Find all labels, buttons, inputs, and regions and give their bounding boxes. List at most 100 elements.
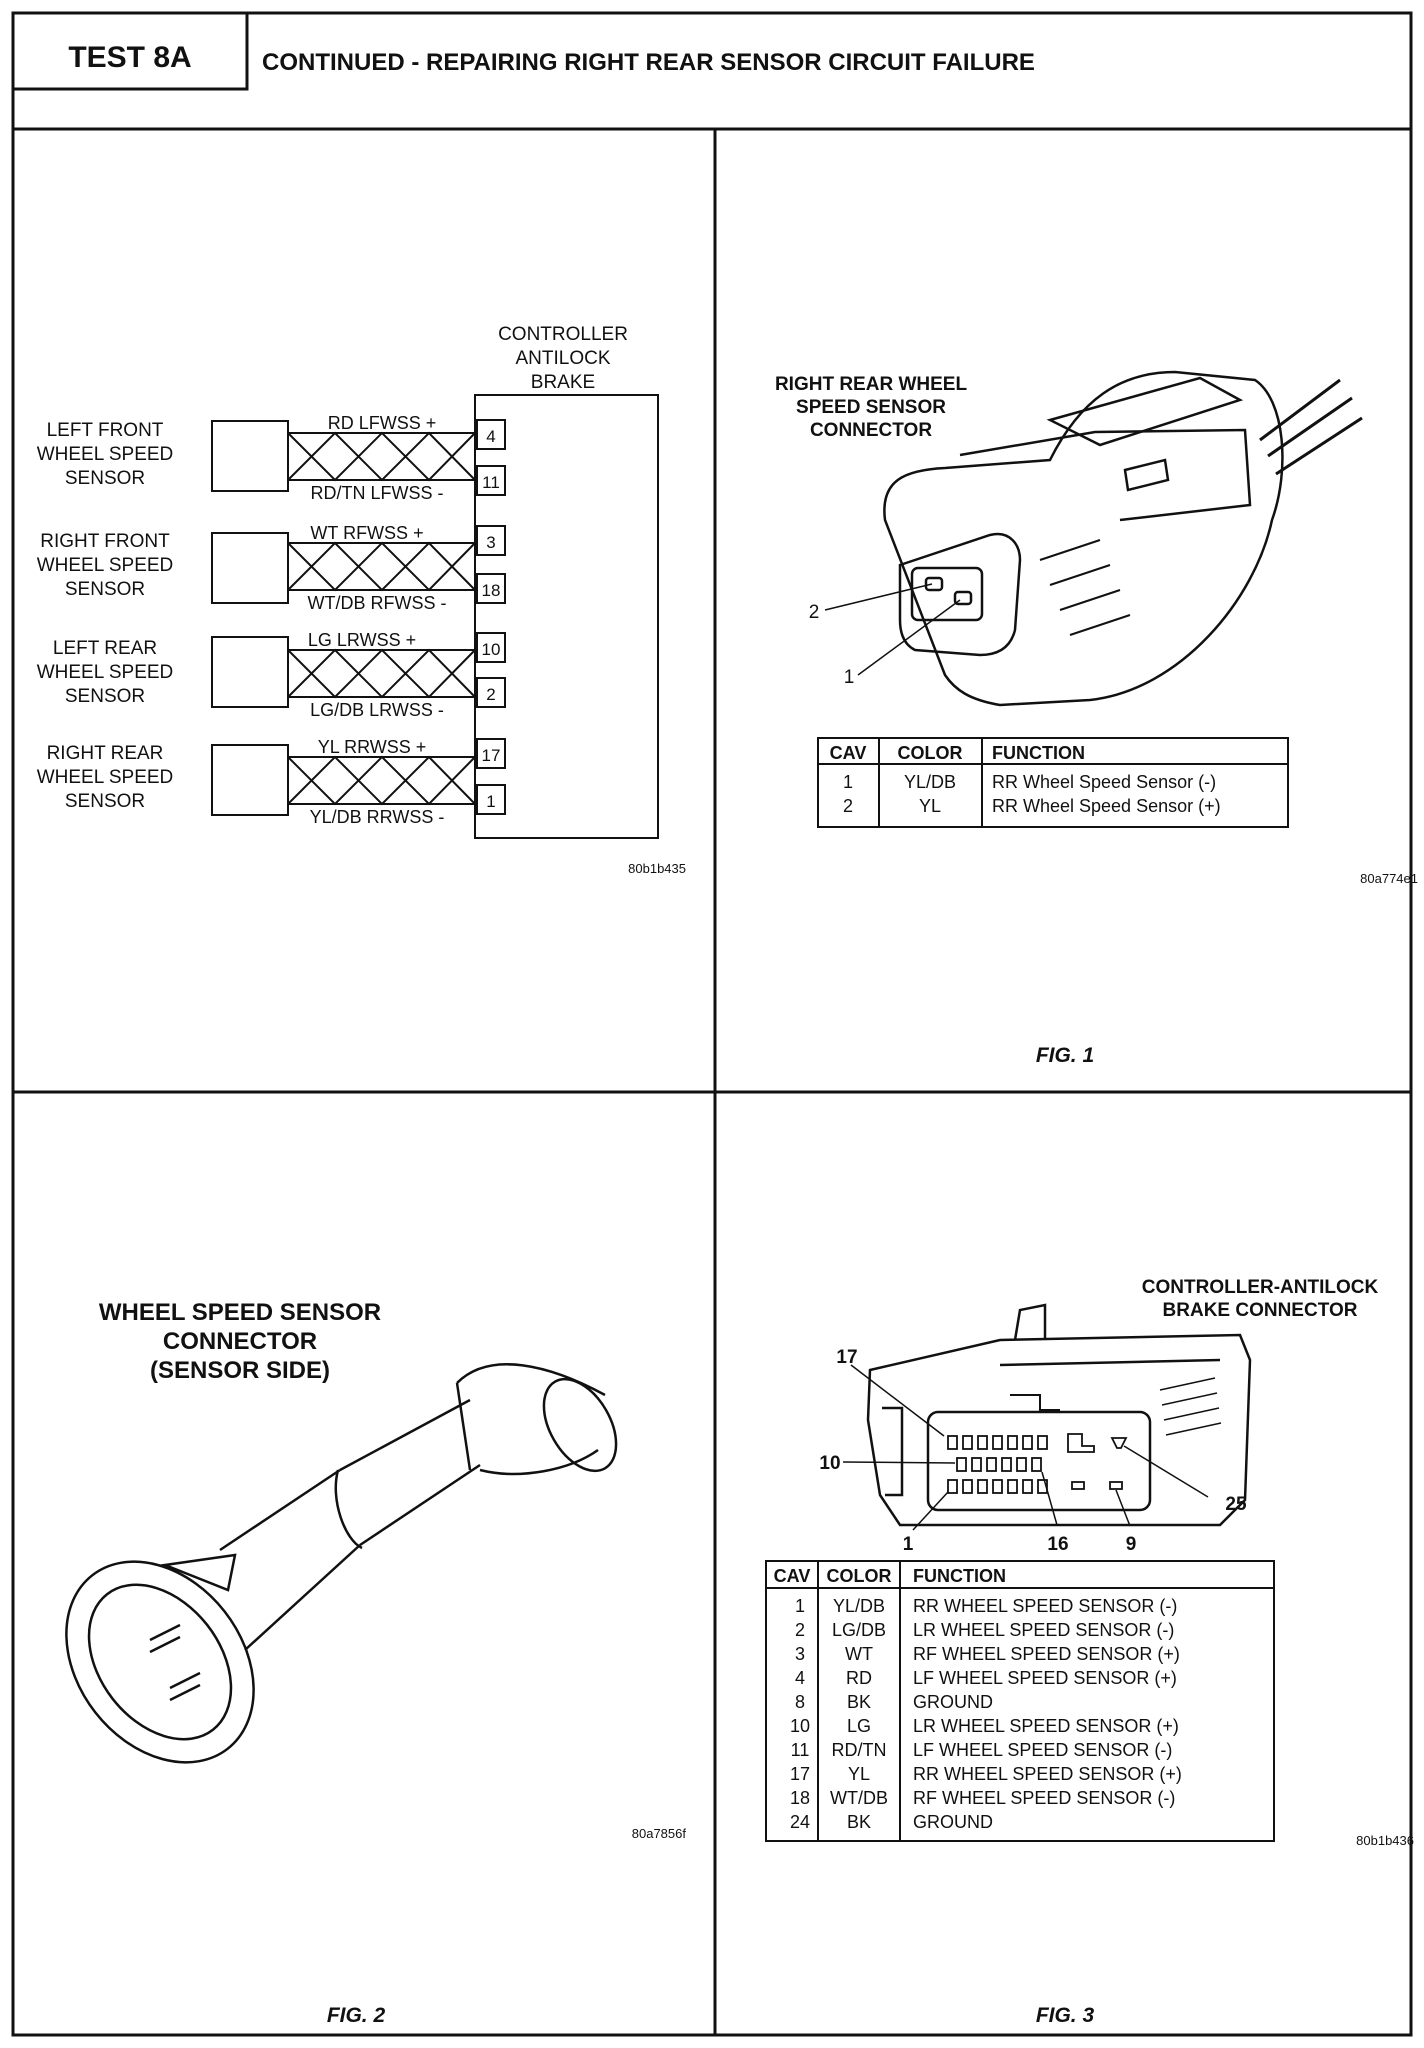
pin-box [476, 573, 506, 604]
table-cell: 8 [795, 1692, 805, 1712]
cavity [947, 1435, 958, 1450]
table-cell: 10 [790, 1716, 810, 1736]
controller-label-line-3: BRAKE [531, 372, 595, 393]
rr-sensor-connector-drawing [883, 370, 1363, 707]
table-cell: WT/DB [830, 1788, 888, 1808]
sensor-box [211, 744, 289, 816]
fig2-label-line-1: WHEEL SPEED SENSOR [99, 1299, 381, 1326]
wire-label-positive: WT RFWSS + [310, 523, 423, 543]
pin-number: 17 [482, 746, 501, 765]
wire-label-negative: WT/DB RFWSS - [308, 593, 447, 613]
callout-line [857, 599, 961, 676]
terminal-pin-2 [169, 1671, 201, 1702]
fig1-table: CAV COLOR FUNCTION 1 YL/DB RR Wheel Spee… [817, 737, 1289, 828]
lock-slot [1123, 458, 1170, 492]
table-header: CAV [830, 743, 867, 763]
ribs [1039, 539, 1131, 636]
table-cell: LG/DB [832, 1620, 886, 1640]
callout-line [842, 1461, 956, 1464]
pin-callout-1: 1 [903, 1534, 914, 1555]
table-header: COLOR [827, 1566, 892, 1586]
callout-line [1041, 1471, 1058, 1526]
wire-label-positive: LG LRWSS + [308, 630, 416, 650]
table-cell: LR WHEEL SPEED SENSOR (+) [913, 1716, 1179, 1736]
page-border [11, 11, 1413, 2037]
controller-box [474, 394, 659, 839]
twisted-pair [287, 431, 476, 482]
wiring-diagram: CONTROLLER ANTILOCK BRAKE LEFT FRONT WHE… [37, 324, 686, 876]
callout-line [912, 1491, 949, 1531]
controller-connector-drawing [866, 1303, 1252, 1527]
pin-box [476, 738, 506, 769]
fig3-callouts [842, 1364, 1209, 1531]
sensor-label-line-2: WHEEL SPEED [37, 662, 174, 683]
cavity [1031, 1457, 1042, 1472]
sensor-group-left-rear: LEFT REAR WHEEL SPEED SENSOR LG LRWSS + … [37, 630, 506, 720]
fig2-panel: WHEEL SPEED SENSOR CONNECTOR (SENSOR SID… [65, 1299, 687, 2027]
cavity-rows [947, 1433, 1128, 1494]
table-cell: 11 [791, 1740, 810, 1760]
sensor-label-line-1: LEFT FRONT [47, 420, 164, 441]
terminal-pin-1 [149, 1623, 181, 1654]
callout-line [824, 583, 933, 611]
cavity-ground [1071, 1481, 1085, 1490]
table-cell: RF WHEEL SPEED SENSOR (-) [913, 1788, 1175, 1808]
table-cell: RR WHEEL SPEED SENSOR (+) [913, 1764, 1182, 1784]
sensor-connector-drawing [65, 1363, 618, 1764]
guide-left [882, 1406, 904, 1497]
connector-label-line-2: SPEED SENSOR [796, 397, 946, 418]
pin-callout-9: 9 [1126, 1534, 1137, 1555]
cavity [956, 1457, 967, 1472]
sensor-group-right-rear: RIGHT REAR WHEEL SPEED SENSOR YL RRWSS +… [37, 737, 506, 827]
fig3-label-line-2: BRAKE CONNECTOR [1163, 1300, 1358, 1321]
fig2-label-line-3: (SENSOR SIDE) [150, 1357, 330, 1384]
table-cell: 2 [795, 1620, 805, 1640]
sensor-box [211, 636, 289, 708]
table-cell: RR Wheel Speed Sensor (+) [992, 796, 1221, 816]
pin-number: 4 [486, 427, 495, 446]
figure-caption: FIG. 1 [1036, 1044, 1094, 1067]
wire-label-positive: RD LFWSS + [328, 413, 437, 433]
table-cell: YL/DB [904, 772, 956, 792]
latch-tab [1013, 1303, 1047, 1341]
figure-ref: 80a7856f [632, 1826, 687, 1841]
fig3-table: CAV COLOR FUNCTION 1 YL/DB RR WHEEL SPEE… [765, 1560, 1275, 1842]
cavity [977, 1435, 988, 1450]
callout-line [1115, 1489, 1131, 1527]
table-cell: LF WHEEL SPEED SENSOR (-) [913, 1740, 1172, 1760]
fig3-label-line-1: CONTROLLER-ANTILOCK [1142, 1277, 1379, 1298]
pin-box [476, 632, 506, 663]
pin-callout-1: 1 [844, 667, 855, 688]
pin-callout-16: 16 [1047, 1534, 1068, 1555]
cavity-1 [953, 590, 973, 606]
pin-callout-2: 2 [809, 602, 820, 623]
lock-tab [1046, 376, 1244, 447]
table-header: FUNCTION [913, 1566, 1006, 1586]
table-cell: GROUND [913, 1812, 993, 1832]
harness-wires [1259, 378, 1363, 476]
twisted-pair [287, 541, 476, 592]
table-cell: RF WHEEL SPEED SENSOR (+) [913, 1644, 1180, 1664]
cavity [1001, 1457, 1012, 1472]
callout-line [1123, 1445, 1209, 1498]
connector-body [883, 370, 1284, 707]
pin-number: 2 [486, 685, 495, 704]
cavity [1007, 1435, 1018, 1450]
latch-window [1010, 1394, 1060, 1411]
table-cell: LF WHEEL SPEED SENSOR (+) [913, 1668, 1177, 1688]
twisted-pair [287, 648, 476, 699]
table-cell: RR WHEEL SPEED SENSOR (-) [913, 1596, 1177, 1616]
cavity [1016, 1457, 1027, 1472]
figure-ref: 80a774e1 [1360, 871, 1418, 886]
connector-shell [866, 1333, 1252, 1527]
table-cell: 1 [795, 1596, 805, 1616]
pin-number: 3 [486, 533, 495, 552]
table-cell: BK [847, 1812, 871, 1832]
tube-top [456, 1363, 606, 1476]
cavity [977, 1479, 988, 1494]
table-cell: GROUND [913, 1692, 993, 1712]
pin-number: 18 [482, 581, 501, 600]
cavity [962, 1435, 973, 1450]
